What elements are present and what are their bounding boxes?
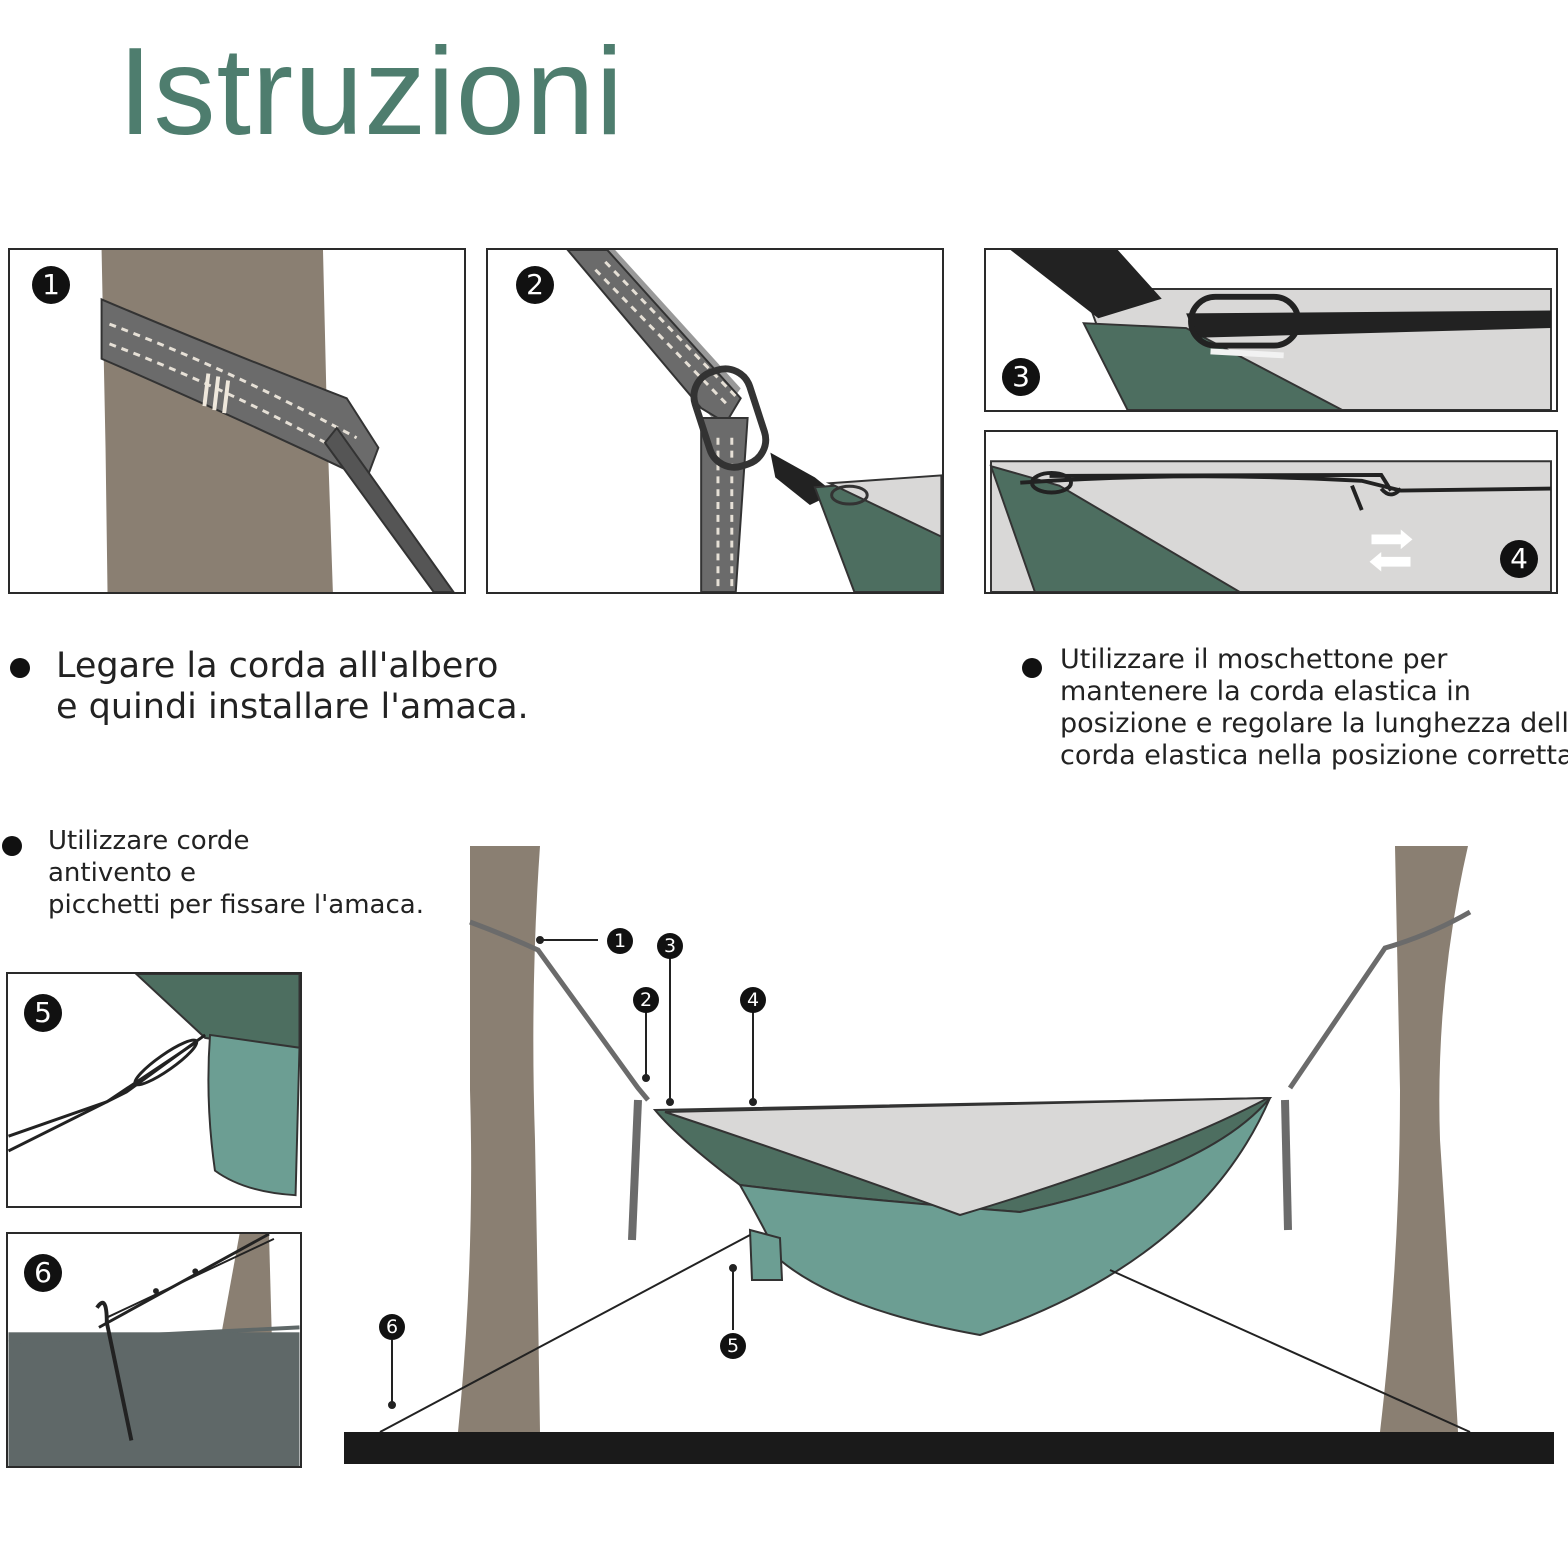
step-1-badge: 1: [32, 266, 70, 304]
step-1-panel: 1: [8, 248, 466, 594]
windproof-cord-illustration: [8, 974, 300, 1197]
carabiner-caption: Utilizzare il moschettone per mantenere …: [1060, 644, 1568, 772]
step-5-badge: 5: [24, 994, 62, 1032]
carabiner-caption-line-4: corda elastica nella posizione corretta.: [1060, 740, 1568, 771]
tie-rope-caption: Legare la corda all'albero e quindi inst…: [56, 646, 529, 728]
carabiner-caption-line-1: Utilizzare il moschettone per: [1060, 644, 1448, 675]
carabiner-caption-line-3: posizione e regolare la lunghezza della: [1060, 708, 1568, 739]
step-3-badge: 3: [1002, 358, 1040, 396]
carabiner-caption-bullet: [1022, 658, 1042, 678]
carabiner-caption-line-2: mantenere la corda elastica in: [1060, 676, 1471, 707]
step-4-badge: 4: [1500, 540, 1538, 578]
windproof-caption-bullet: [2, 836, 22, 856]
callout-3: 3: [657, 933, 683, 959]
tie-caption-line-1: Legare la corda all'albero: [56, 646, 499, 686]
step-5-panel: 5: [6, 972, 302, 1208]
step-6-badge: 6: [24, 1254, 62, 1292]
step-4-panel: 4: [984, 430, 1558, 594]
hammock-overview: 1 3 2 4 5 6: [340, 840, 1568, 1480]
tie-caption-line-2: e quindi installare l'amaca.: [56, 687, 529, 727]
elastic-cord-illustration: [989, 460, 1552, 592]
callout-4: 4: [740, 987, 766, 1013]
page-title: Istruzioni: [118, 23, 625, 161]
windproof-caption-line-1: Utilizzare corde: [48, 826, 250, 856]
ground-stake-illustration: [8, 1234, 300, 1466]
hammock-overview-illustration: [344, 846, 1554, 1464]
windproof-caption-line-2: antivento e: [48, 858, 197, 888]
strap-on-tree-illustration: [100, 250, 455, 592]
step-6-panel: 6: [6, 1232, 302, 1468]
step-2-badge: 2: [516, 266, 554, 304]
callout-6: 6: [379, 1314, 405, 1340]
windproof-caption-line-3: picchetti per fissare l'amaca.: [48, 890, 424, 920]
step-3-panel: 3: [984, 248, 1558, 412]
step-2-panel: 2: [486, 248, 944, 594]
windproof-caption: Utilizzare corde antivento e picchetti p…: [48, 825, 424, 921]
callout-2: 2: [633, 987, 659, 1013]
carabiner-illustration: [566, 250, 942, 592]
tie-caption-bullet: [10, 658, 30, 678]
callout-5: 5: [720, 1333, 746, 1359]
hook-detail-illustration: [1010, 250, 1552, 410]
callout-1: 1: [607, 928, 633, 954]
